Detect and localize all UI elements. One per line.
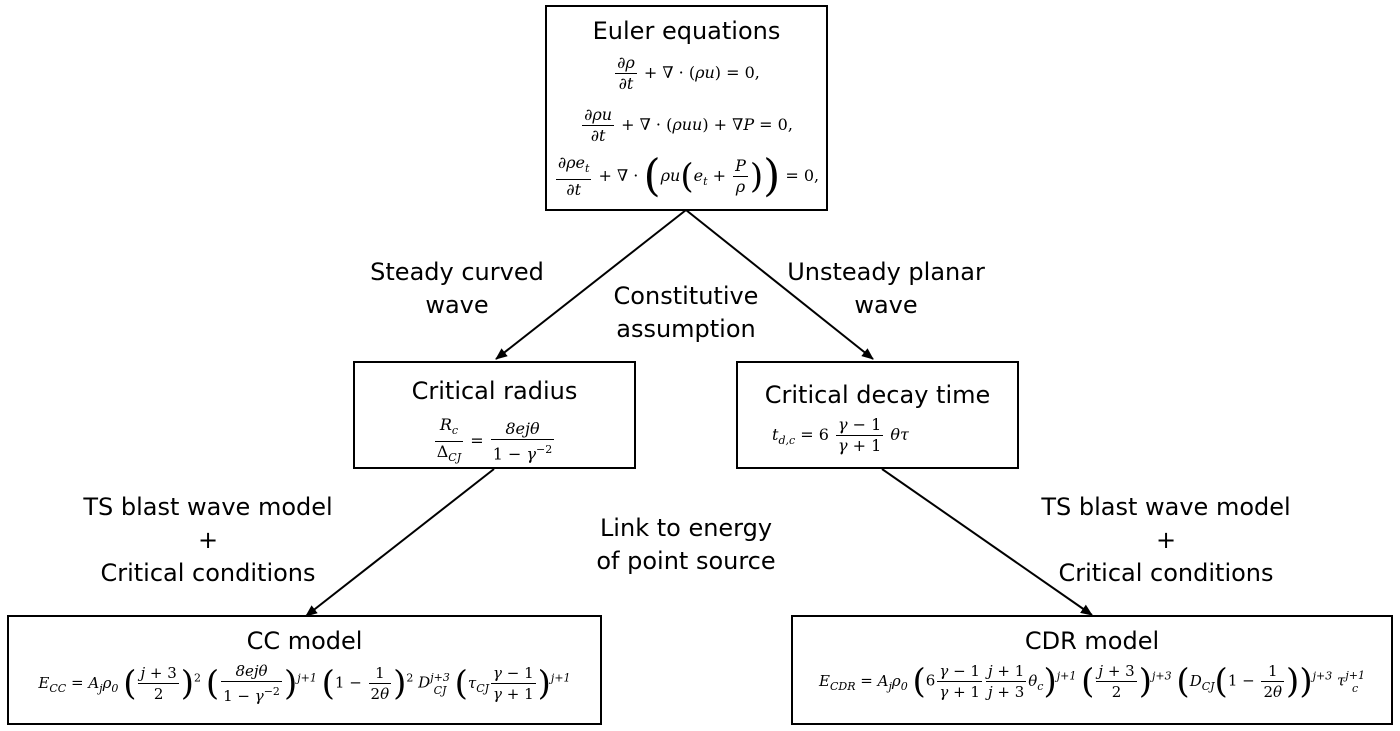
label-ts-left-line3: Critical conditions bbox=[100, 559, 316, 587]
cc-model-title: CC model bbox=[246, 627, 363, 655]
label-link-line1: Link to energy bbox=[599, 514, 773, 542]
label-unsteady-line2: wave bbox=[854, 291, 918, 319]
label-link-line2: of point source bbox=[596, 547, 776, 575]
arrow-euler-to-decay bbox=[685, 209, 874, 360]
label-constitutive-line1: Constitutive bbox=[613, 282, 759, 310]
label-ts-right-line2: + bbox=[1155, 526, 1177, 554]
cdr-model-title: CDR model bbox=[1024, 627, 1160, 655]
label-steady-line1: Steady curved bbox=[370, 258, 544, 286]
label-ts-blast-left: TS blast wave model + Critical condition… bbox=[68, 491, 348, 590]
critical-radius-title: Critical radius bbox=[411, 377, 578, 405]
critical-decay-time-title: Critical decay time bbox=[764, 381, 991, 409]
euler-momentum-equation: ∂ρu∂t + ∇ · (ρuu) + ∇P = 0, bbox=[582, 105, 793, 145]
label-steady-line2: wave bbox=[425, 291, 489, 319]
label-ts-left-line1: TS blast wave model bbox=[83, 493, 333, 521]
label-ts-right-line3: Critical conditions bbox=[1058, 559, 1274, 587]
label-unsteady-planar-wave: Unsteady planar wave bbox=[786, 256, 986, 322]
arrow-euler-to-radius bbox=[495, 209, 687, 360]
euler-equations-title: Euler equations bbox=[592, 17, 781, 45]
label-ts-right-line1: TS blast wave model bbox=[1041, 493, 1291, 521]
label-link-to-energy: Link to energy of point source bbox=[586, 512, 786, 578]
label-constitutive-line2: assumption bbox=[616, 315, 756, 343]
label-constitutive-assumption: Constitutive assumption bbox=[591, 280, 781, 346]
euler-equations-box: Euler equations ∂ρ∂t + ∇ · (ρu) = 0, ∂ρu… bbox=[545, 5, 828, 211]
euler-mass-equation: ∂ρ∂t + ∇ · (ρu) = 0, bbox=[615, 53, 760, 93]
label-steady-curved-wave: Steady curved wave bbox=[362, 256, 552, 322]
arrow-decay-to-cdr bbox=[881, 468, 1093, 616]
label-unsteady-line1: Unsteady planar bbox=[787, 258, 985, 286]
arrow-radius-to-cc bbox=[305, 468, 495, 617]
label-ts-left-line2: + bbox=[197, 526, 219, 554]
label-ts-blast-right: TS blast wave model + Critical condition… bbox=[1026, 491, 1306, 590]
